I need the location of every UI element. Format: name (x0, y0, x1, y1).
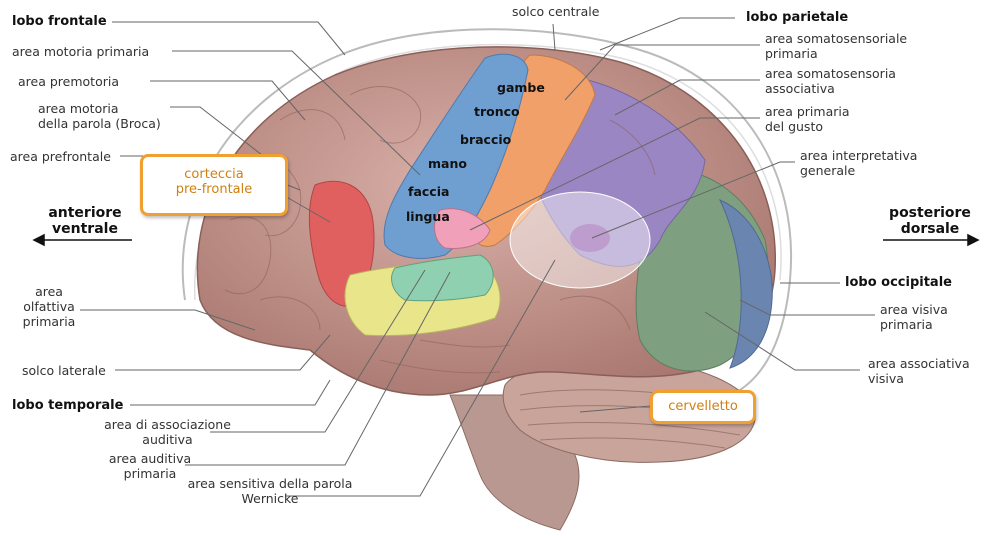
label-area-visiva-primaria: area visiva primaria (880, 302, 948, 332)
label-lobo-temporale: lobo temporale (12, 398, 124, 413)
label-area-motoria-parola-line1: area motoria (38, 101, 119, 116)
label-lobo-frontale: lobo frontale (12, 14, 107, 29)
visual-region (718, 199, 773, 369)
label-area-somatosensoriale-line2: primaria (765, 46, 818, 61)
label-area-interpretativa-line1: area interpretativa (800, 148, 918, 163)
label-area-associazione-uditiva-line2: auditiva (142, 432, 193, 447)
direction-anteriore-line2: ventrale (52, 221, 118, 237)
label-area-wernicke-line1: area sensitiva della parola (187, 476, 353, 491)
direction-posteriore-line2: dorsale (900, 221, 960, 237)
label-area-uditiva-line2: primaria (123, 466, 177, 481)
label-area-visiva-line2: primaria (880, 317, 933, 332)
label-area-olfattiva: area olfattiva primaria (20, 284, 78, 329)
label-area-somatosensoria-associativa: area somatosensoria associativa (765, 66, 896, 96)
label-area-olfattiva-line3: primaria (22, 314, 76, 329)
direction-posteriore-line1: posteriore (889, 205, 971, 221)
homunculus-faccia: faccia (408, 184, 450, 199)
homunculus-gambe: gambe (497, 80, 545, 95)
callout-corteccia-line1: corteccia (184, 167, 244, 182)
callout-corteccia-line2: pre-frontale (175, 182, 253, 197)
label-area-motoria-parola-line2: della parola (Broca) (38, 116, 161, 131)
label-area-wernicke: area sensitiva della parola Wernicke (184, 476, 356, 506)
callout-corteccia-prefrontale: corteccia pre-frontale (140, 154, 288, 216)
label-area-somatosensoria-line2: associativa (765, 81, 835, 96)
label-area-interpretativa-line2: generale (800, 163, 856, 178)
callout-cervelletto: cervelletto (650, 390, 756, 424)
label-area-motoria-parola: area motoria della parola (Broca) (38, 101, 161, 131)
label-lobo-parietale: lobo parietale (746, 10, 849, 25)
label-area-somatosensoria-line1: area somatosensoria (765, 66, 896, 81)
label-solco-centrale: solco centrale (512, 4, 600, 19)
label-area-wernicke-line2: Wernicke (241, 491, 299, 506)
direction-posteriore: posteriore dorsale (880, 205, 980, 237)
label-area-primaria-gusto: area primaria del gusto (765, 104, 850, 134)
label-area-olfattiva-line1: area (35, 284, 63, 299)
tongue-area (434, 208, 491, 249)
homunculus-lingua: lingua (406, 209, 450, 224)
label-area-gusto-line2: del gusto (765, 119, 823, 134)
label-area-somatosensoriale: area somatosensoriale primaria (765, 31, 907, 61)
direction-anteriore: anteriore ventrale (40, 205, 130, 237)
label-area-somatosensoriale-line1: area somatosensoriale (765, 31, 908, 46)
label-solco-laterale: solco laterale (22, 363, 106, 378)
label-area-uditiva-line1: area auditiva (108, 451, 192, 466)
label-area-prefrontale: area prefrontale (10, 149, 111, 164)
label-area-motoria-primaria: area motoria primaria (12, 44, 150, 59)
label-area-visiva-line1: area visiva (880, 302, 948, 317)
motor-strip (383, 53, 529, 259)
label-area-associazione-uditiva: area di associazione auditiva (100, 417, 235, 447)
leader-lines (80, 17, 875, 497)
homunculus-tronco: tronco (474, 104, 520, 119)
label-area-olfattiva-line2: olfattiva (23, 299, 75, 314)
homunculus-mano: mano (428, 156, 467, 171)
gustatory-dot (570, 224, 610, 252)
label-area-premotoria: area premotoria (18, 74, 119, 89)
label-area-associativa-visiva-line2: visiva (868, 371, 904, 386)
homunculus-braccio: braccio (460, 132, 512, 147)
label-area-uditiva-primaria: area auditiva primaria (100, 451, 200, 481)
label-area-associativa-visiva-line1: area associativa (868, 356, 970, 371)
label-area-gusto-line1: area primaria (765, 104, 850, 119)
label-lobo-occipitale: lobo occipitale (845, 275, 952, 290)
direction-anteriore-line1: anteriore (48, 205, 122, 221)
label-area-interpretativa: area interpretativa generale (800, 148, 917, 178)
label-area-associativa-visiva: area associativa visiva (868, 356, 970, 386)
direction-arrows (32, 233, 980, 247)
primary-auditory-region (391, 254, 494, 302)
label-area-associazione-uditiva-line1: area di associazione (104, 417, 231, 432)
